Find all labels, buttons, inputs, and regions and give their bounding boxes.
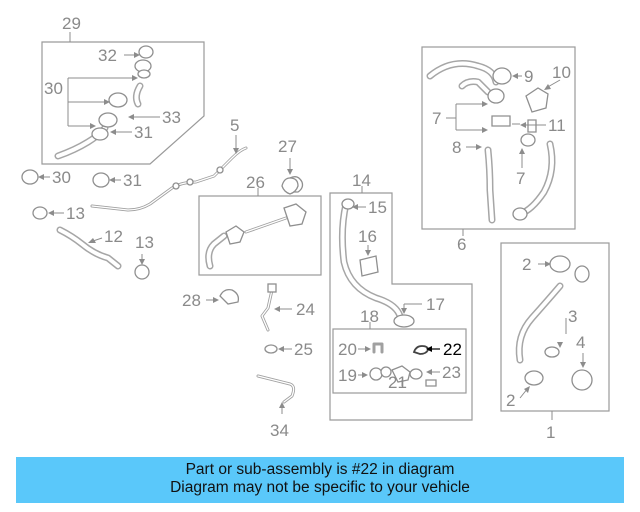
callout-2-a[interactable]: 2 [522, 255, 531, 274]
callout-31-loose[interactable]: 31 [123, 171, 142, 190]
callout-18[interactable]: 18 [360, 307, 379, 326]
callout-8[interactable]: 8 [452, 138, 461, 157]
part-26-fitting[interactable] [225, 225, 245, 245]
callout-3[interactable]: 3 [568, 307, 577, 326]
callout-1[interactable]: 1 [546, 423, 555, 442]
panel-14: 14 15 16 17 18 20 22 19 [329, 171, 473, 421]
part-13-clamp[interactable] [32, 206, 48, 220]
callout-11[interactable]: 11 [548, 116, 566, 135]
callout-7-a[interactable]: 7 [432, 109, 441, 128]
part-13[interactable] [134, 264, 150, 280]
part-2-bottom[interactable] [524, 370, 544, 386]
callout-9[interactable]: 9 [524, 67, 533, 86]
panel-29: 29 32 30 33 31 [41, 14, 205, 165]
callout-10[interactable]: 10 [552, 63, 571, 82]
callout-27[interactable]: 27 [278, 137, 297, 156]
callout-5[interactable]: 5 [230, 116, 239, 135]
callout-34[interactable]: 34 [270, 421, 289, 440]
callout-33[interactable]: 33 [162, 108, 181, 127]
part-30-clamp[interactable] [108, 92, 128, 108]
info-banner: Part or sub-assembly is #22 in diagram D… [16, 457, 624, 503]
part-28-group: 28 [182, 288, 240, 310]
callout-26[interactable]: 26 [246, 173, 265, 192]
panel-1: 1 2 3 4 2 [500, 242, 610, 442]
pipe-5: 5 [90, 116, 248, 212]
callout-20[interactable]: 20 [338, 340, 357, 359]
banner-line-1: Part or sub-assembly is #22 in diagram [185, 461, 455, 478]
callout-30[interactable]: 30 [44, 79, 63, 98]
callout-31[interactable]: 31 [134, 123, 153, 142]
callout-19[interactable]: 19 [338, 366, 357, 385]
part-25[interactable] [264, 344, 278, 354]
callout-30-loose[interactable]: 30 [52, 168, 71, 187]
part-9[interactable] [492, 67, 512, 85]
callout-13-b[interactable]: 13 [135, 233, 154, 252]
part-30-loose[interactable] [21, 169, 39, 185]
callout-2-b[interactable]: 2 [506, 391, 515, 410]
callout-32[interactable]: 32 [98, 46, 117, 65]
panel-6: 6 9 10 11 7 8 7 [421, 46, 576, 254]
callout-22[interactable]: 22 [443, 340, 462, 359]
part-4[interactable] [571, 369, 593, 391]
part-34-group: 34 [256, 374, 296, 440]
callout-14[interactable]: 14 [352, 171, 371, 190]
part-32[interactable] [138, 45, 154, 59]
callout-29[interactable]: 29 [62, 14, 81, 33]
callout-4[interactable]: 4 [576, 333, 585, 352]
part-2-top[interactable] [549, 255, 571, 273]
part-24-25-group: 24 25 [260, 283, 315, 359]
banner-line-2: Diagram may not be specific to your vehi… [170, 479, 470, 496]
callout-6[interactable]: 6 [457, 235, 466, 254]
callout-17[interactable]: 17 [426, 295, 445, 314]
callout-21[interactable]: 21 [388, 373, 407, 392]
callout-24[interactable]: 24 [296, 300, 315, 319]
callout-15[interactable]: 15 [368, 198, 387, 217]
part-27-group: 27 [278, 137, 299, 195]
callout-16[interactable]: 16 [358, 227, 377, 246]
callout-13-a[interactable]: 13 [66, 204, 85, 223]
part-16[interactable] [359, 255, 379, 277]
part-17[interactable] [393, 314, 415, 328]
loose-clamps: 30 31 [21, 168, 142, 190]
callout-25[interactable]: 25 [294, 340, 313, 359]
part-27[interactable] [281, 177, 299, 195]
callout-7-b[interactable]: 7 [516, 169, 525, 188]
hose-12: 13 12 13 [32, 204, 154, 280]
part-31-clamp[interactable] [91, 127, 109, 141]
part-31-loose[interactable] [92, 172, 110, 188]
callout-28[interactable]: 28 [182, 291, 201, 310]
part-10[interactable] [525, 87, 549, 113]
panel-26: 26 [198, 173, 322, 276]
subpanel-18 [332, 328, 467, 394]
part-22[interactable] [412, 345, 429, 355]
part-28[interactable] [219, 288, 240, 305]
part-11-tee[interactable] [491, 115, 511, 127]
callout-23[interactable]: 23 [442, 363, 461, 382]
callout-12[interactable]: 12 [104, 227, 123, 246]
